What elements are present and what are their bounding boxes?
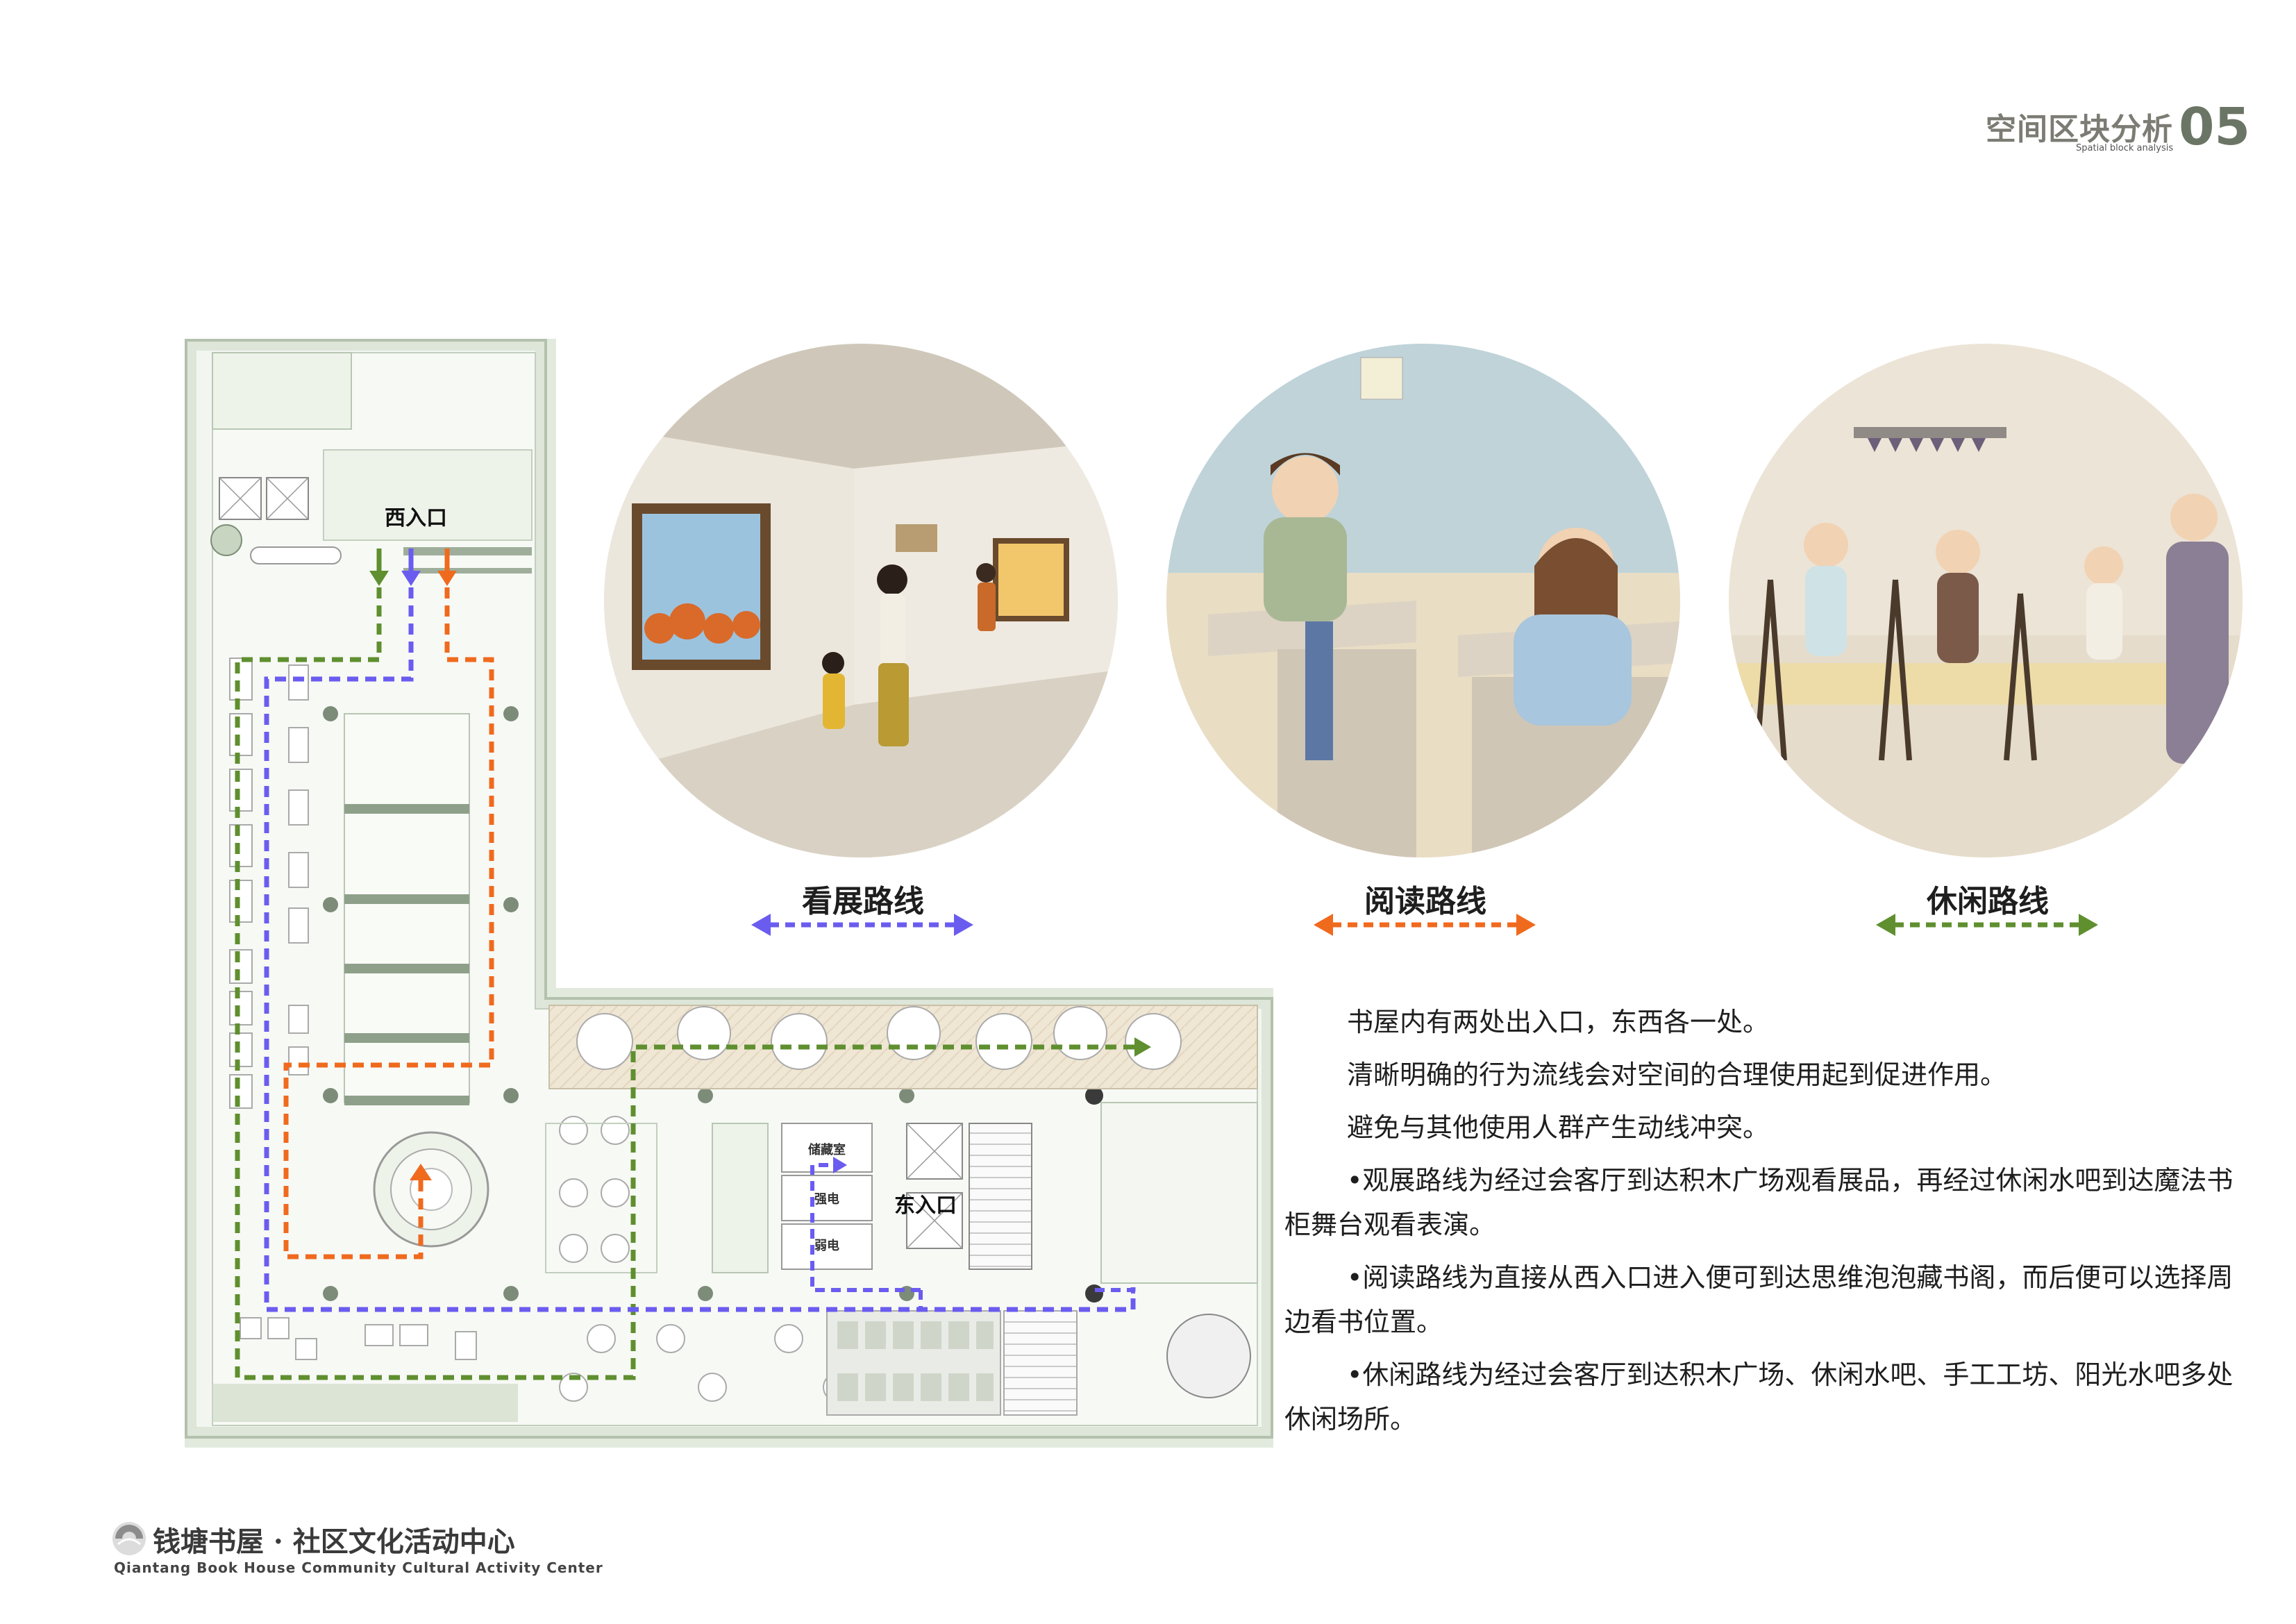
west-entrance-label: 西入口 (385, 506, 447, 530)
desc-paragraph: •休闲路线为经过会客厅到达积木广场、休闲水吧、手工工坊、阳光水吧多处休闲场所。 (1284, 1359, 2234, 1434)
page-number: 05 (2179, 97, 2250, 157)
bookshelf-block (344, 713, 470, 1103)
east-entrance-label: 东入口 (894, 1194, 957, 1218)
desc-paragraph: •阅读路线为直接从西入口进入便可到达思维泡泡藏书阁，而后便可以选择周边看书位置。 (1284, 1262, 2234, 1337)
structural-columns (323, 706, 1103, 1303)
route-arrow-exhibition (751, 914, 973, 936)
page-header: 空间区块分析 Spatial block analysis 05 (1986, 97, 2277, 174)
desc-paragraph: •观展路线为经过会客厅到达积木广场观看展品，再经过休闲水吧到达魔法书柜舞台观看表… (1284, 1165, 2234, 1240)
route-arrow-leisure (1876, 914, 2098, 936)
page-subtitle: Spatial block analysis (2076, 143, 2174, 153)
reading-route (283, 569, 494, 1259)
round-stage (373, 1131, 489, 1248)
students (1264, 453, 1632, 760)
reading-illustration (1166, 344, 1680, 857)
floor-plan: 储藏室 强电 弱电 (176, 330, 1282, 1450)
route-label-leisure: 休闲路线 (1927, 884, 2049, 919)
route-label-exhibition: 看展路线 (802, 884, 924, 919)
entrance-arrows (369, 549, 457, 586)
room-strong-power: 强电 (814, 1191, 839, 1207)
desc-paragraph: 书屋内有两处出入口，东西各一处。 (1347, 1007, 1770, 1037)
desc-paragraph: 清晰明确的行为流线会对空间的合理使用起到促进作用。 (1347, 1060, 2007, 1090)
painters (1804, 494, 2229, 764)
logo-icon (112, 1522, 146, 1555)
route-arrow-reading (1314, 914, 1536, 936)
footer-title-cn: 钱塘书屋 · 社区文化活动中心 (153, 1525, 515, 1558)
desc-paragraph: 避免与其他使用人群产生动线冲突。 (1347, 1112, 1770, 1143)
route-label-reading: 阅读路线 (1364, 884, 1486, 919)
umbrella-tables (576, 1006, 1182, 1070)
easels (1754, 579, 2037, 761)
room-storage: 储藏室 (807, 1142, 846, 1157)
visitors (822, 563, 996, 746)
footer-title-en: Qiantang Book House Community Cultural A… (114, 1559, 603, 1576)
service-rooms: 储藏室 强电 弱电 (781, 1123, 873, 1270)
leisure-illustration (1729, 344, 2243, 857)
page-title: 空间区块分析 (1986, 112, 2173, 147)
footer: 钱塘书屋 · 社区文化活动中心 Qiantang Book House Comm… (111, 1519, 667, 1589)
leisure-route (235, 569, 1134, 1380)
room-weak-power: 弱电 (814, 1238, 839, 1253)
left-seating (229, 658, 309, 1109)
round-table-east (1166, 1314, 1251, 1398)
exhibition-illustration (604, 344, 1118, 857)
description: 书屋内有两处出入口，东西各一处。 清晰明确的行为流线会对空间的合理使用起到促进作… (1284, 1000, 2236, 1450)
